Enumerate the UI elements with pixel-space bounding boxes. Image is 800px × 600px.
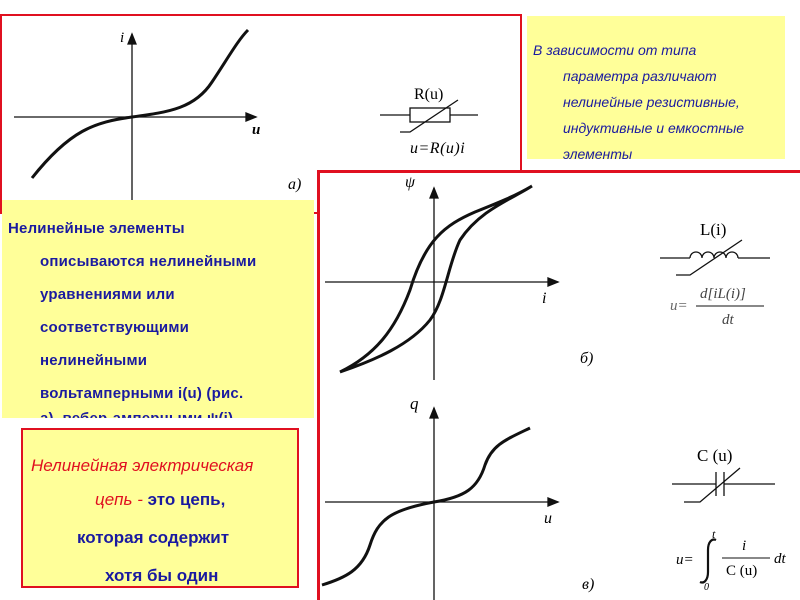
note-left-line: Нелинейные элементы: [8, 220, 185, 237]
inductor-eq-numerator: d[iL(i)]: [700, 286, 746, 302]
definition-red-line: Нелинейная электрическая: [31, 456, 254, 475]
panel-c-y-arrow: [429, 406, 439, 419]
panel-a-y-label: i: [120, 30, 125, 46]
panel-a-x-label: u: [252, 122, 261, 138]
note-nonlinear-description: Нелинейные элементы описываются нелинейн…: [2, 200, 314, 418]
capacitor-label: C (u): [697, 446, 733, 465]
inductor-label: L(i): [700, 220, 727, 239]
integral-upper-limit: t: [712, 527, 716, 541]
panel-b-caption: б): [580, 350, 594, 367]
panel-b-x-label: i: [542, 290, 547, 307]
definition-line-3: которая содержит: [77, 528, 230, 547]
capacitor-eq-denominator: C (u): [726, 563, 758, 579]
inductor-eq-lhs: u=: [670, 298, 688, 314]
inductor-symbol: [660, 239, 770, 276]
panel-a-x-arrow: [245, 112, 258, 122]
capacitor-symbol: [672, 467, 775, 503]
capacitor-eq-numerator: i: [742, 538, 747, 554]
panel-c-caption: в): [582, 576, 595, 593]
note-left-line: вольтамперными i(u) (рис.: [40, 385, 244, 402]
resistor-symbol: [380, 99, 478, 133]
note-right-line: В зависимости от типа: [533, 42, 697, 58]
panel-c-y-label: q: [410, 394, 419, 413]
panel-c-qu-curve: [321, 426, 531, 587]
integral-lower-limit: 0: [704, 582, 709, 593]
definition-line-4: хотя бы один: [105, 566, 219, 585]
definition-box: Нелинейная электрическая цепь - это цепь…: [21, 428, 299, 588]
capacitor-eq-dt: dt: [774, 551, 786, 567]
resistor-equation: u=R(u)i: [410, 140, 466, 157]
note-right-line: элементы: [563, 146, 633, 162]
definition-blue-text: это цепь,: [142, 490, 226, 509]
integral-icon: [699, 538, 717, 584]
note-right-line: нелинейные резистивные,: [563, 94, 740, 110]
definition-red-term: цепь -: [95, 490, 143, 509]
definition-line-2: цепь - это цепь,: [95, 490, 225, 510]
note-right-line: индуктивные и емкостные: [563, 120, 745, 136]
note-parameter-types: В зависимости от типа параметра различаю…: [527, 16, 785, 162]
panel-c-x-arrow: [547, 497, 560, 507]
note-left-line: а), вебер-амперными ψ(i): [40, 410, 233, 418]
resistor-label: R(u): [414, 86, 444, 103]
panel-a-caption: а): [288, 176, 302, 193]
note-left-line: нелинейными: [40, 352, 148, 369]
panel-c-x-label: u: [544, 510, 552, 527]
note-right-line: параметра различают: [563, 68, 717, 84]
panel-bc-frame: [317, 170, 800, 600]
panel-a-iv-curve: [30, 28, 250, 179]
note-left-line: уравнениями или: [40, 286, 175, 303]
capacitor-eq-lhs: u=: [676, 552, 694, 568]
panel-b-hysteresis-loop: [339, 184, 533, 374]
inductor-eq-denominator: dt: [722, 312, 734, 328]
panel-b-x-arrow: [547, 277, 560, 287]
note-left-line: описываются нелинейными: [40, 253, 257, 270]
note-left-line: соответствующими: [40, 319, 190, 336]
panel-a-y-arrow: [127, 32, 137, 45]
panel-b-y-label: ψ: [405, 174, 415, 191]
panel-b-y-arrow: [429, 186, 439, 199]
